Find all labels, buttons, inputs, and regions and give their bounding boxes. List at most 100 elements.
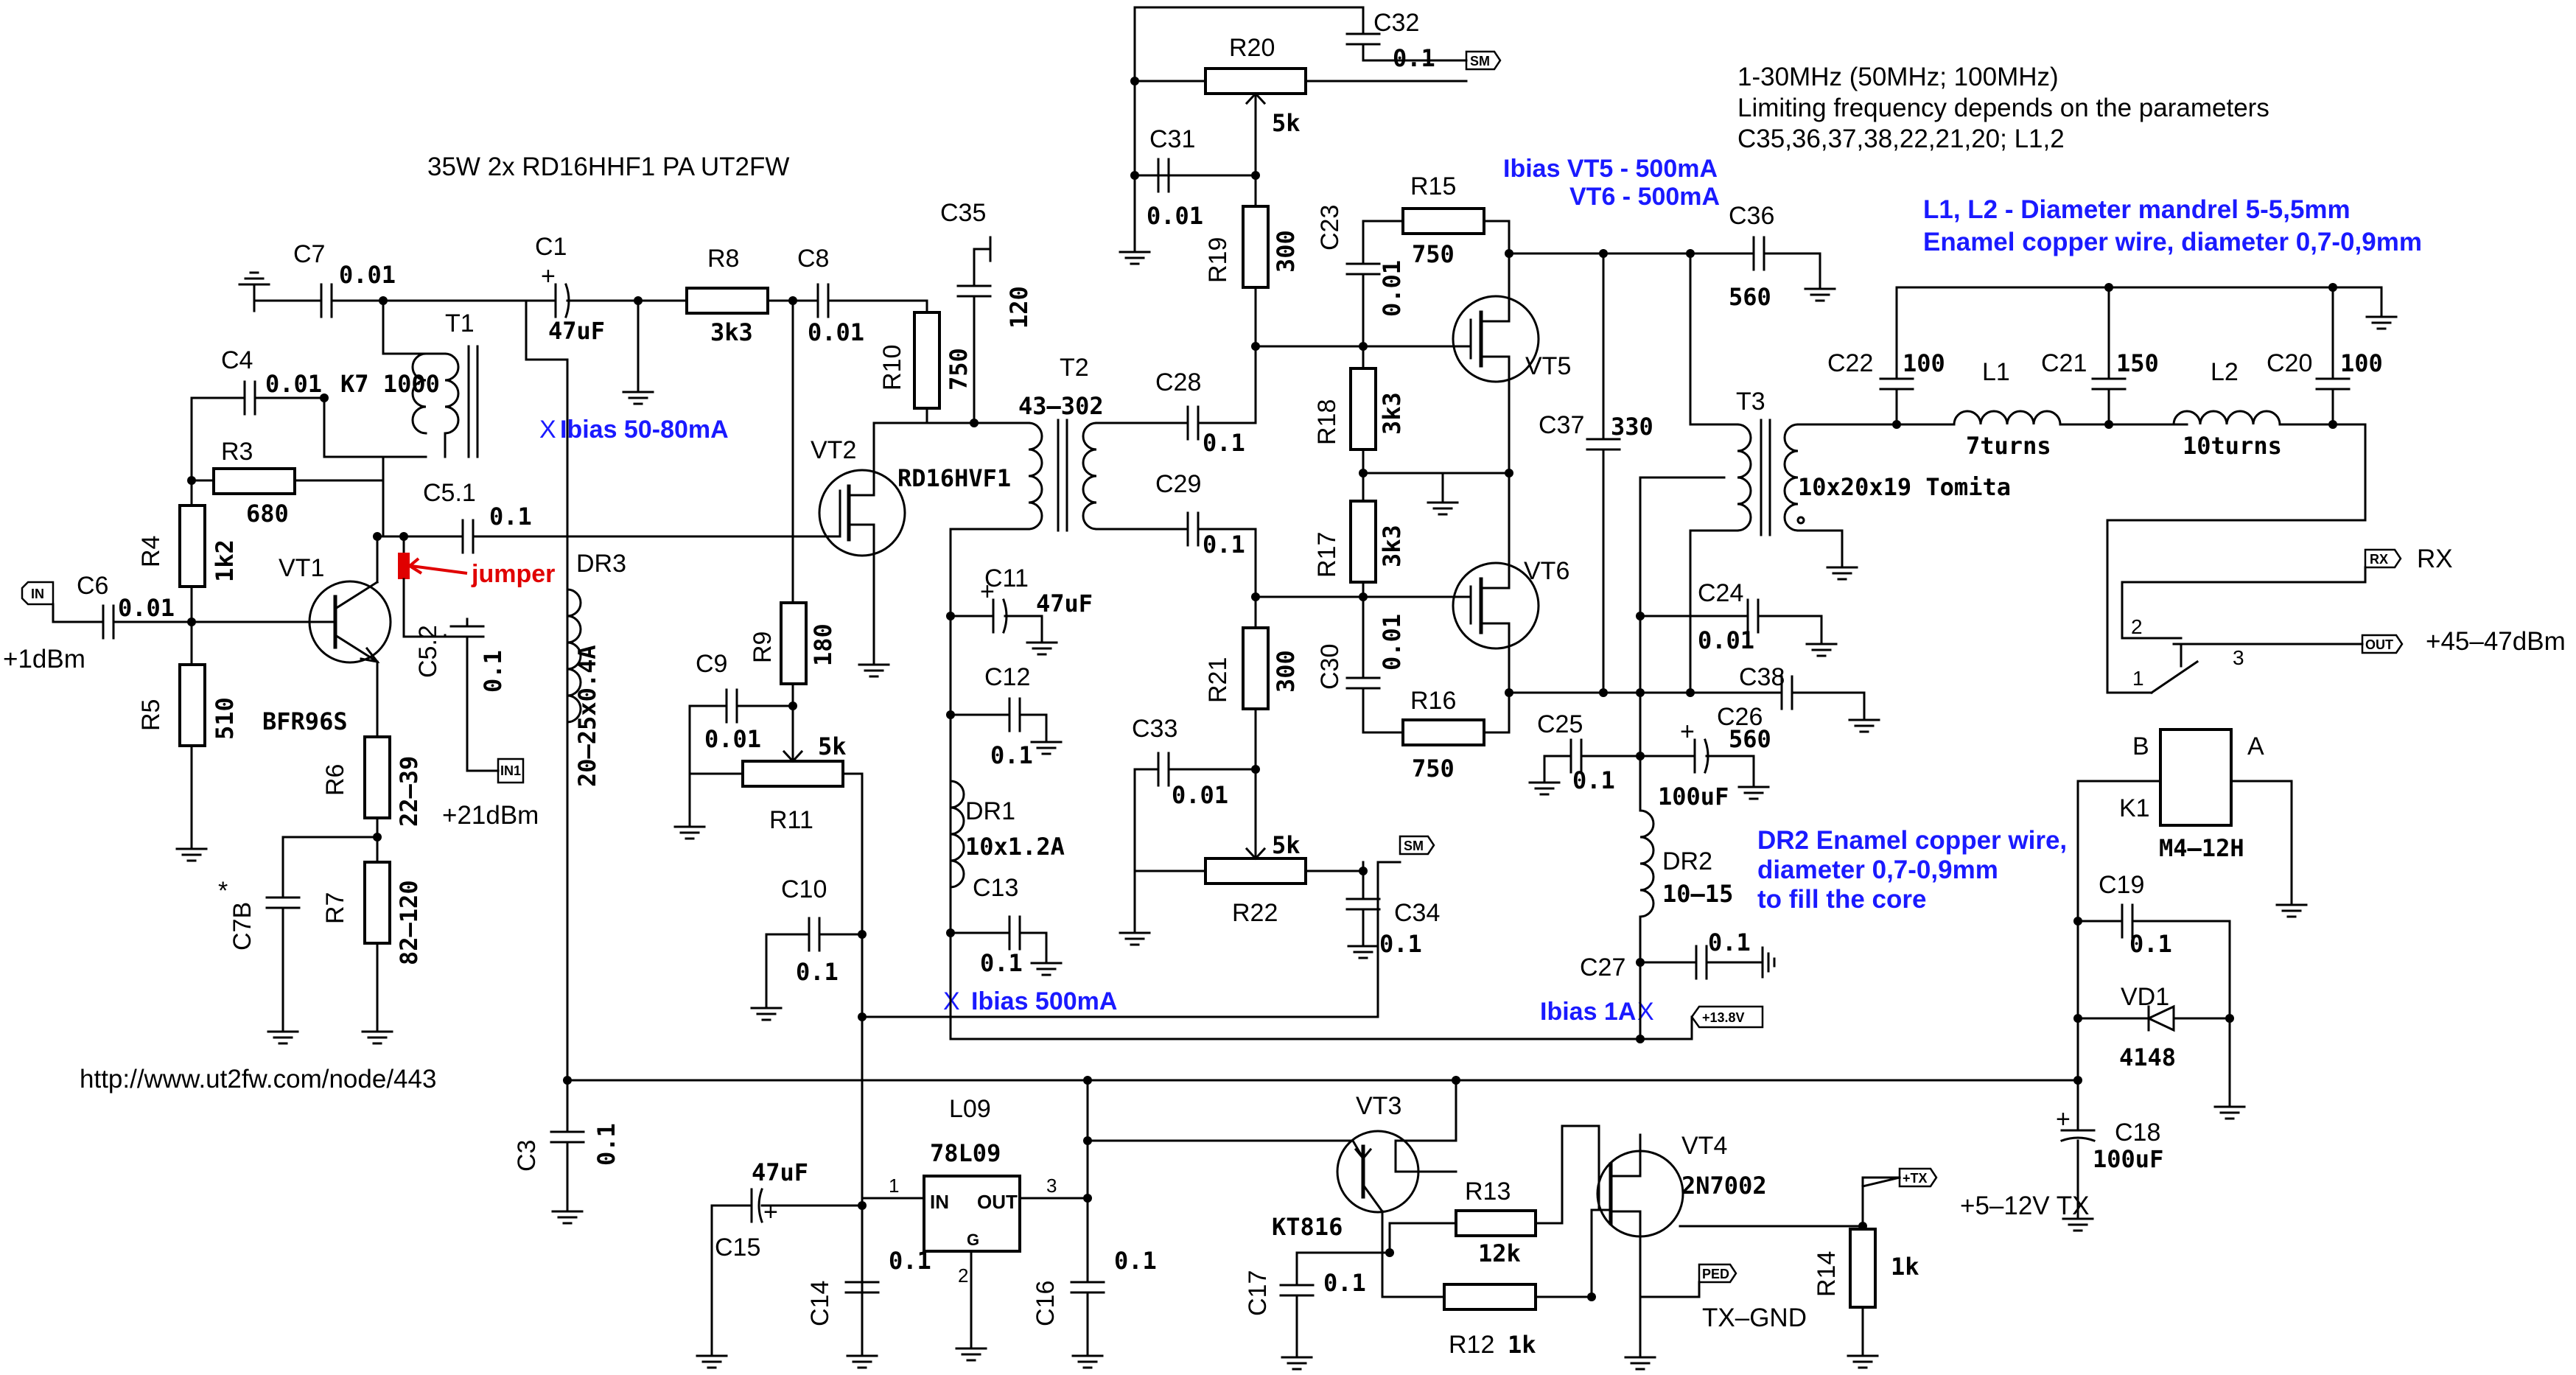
- c21-ref: C21: [2041, 349, 2087, 377]
- r3-value: 680: [246, 500, 289, 528]
- rx-label: RX: [2417, 545, 2453, 573]
- r19-value: 300: [1272, 230, 1300, 273]
- c35-value: 120: [1005, 286, 1033, 329]
- vt4-value: 2N7002: [1681, 1172, 1767, 1200]
- r15-ref: R15: [1410, 172, 1456, 200]
- c23-value: 0.01: [1378, 260, 1406, 317]
- r21-value: 300: [1272, 650, 1300, 693]
- r3-ref: R3: [221, 438, 253, 466]
- svg-text:PED: PED: [1702, 1267, 1729, 1281]
- c13-ref: C13: [973, 874, 1018, 902]
- port-in: IN: [21, 581, 55, 606]
- c30-value: 0.01: [1378, 614, 1406, 671]
- svg-text:+: +: [541, 262, 556, 290]
- c12-value: 0.1: [990, 741, 1033, 769]
- c52-ref: C5.2: [414, 625, 442, 678]
- c33-value: 0.01: [1172, 781, 1228, 809]
- r7-ref: R7: [321, 892, 349, 924]
- c30-ref: C30: [1316, 644, 1344, 690]
- c3-value: 0.1: [592, 1123, 620, 1166]
- c18-ref: C18: [2115, 1119, 2160, 1147]
- c12-ref: C12: [984, 663, 1030, 691]
- c19-value: 0.1: [2129, 930, 2172, 958]
- r16-ref: R16: [1410, 687, 1456, 715]
- r11-value: 5k: [818, 732, 847, 760]
- final-stage: +: [1345, 207, 1903, 1040]
- dr2-value: 10–15: [1662, 880, 1733, 908]
- svg-text:+: +: [2056, 1105, 2071, 1133]
- c18-value: 100uF: [2093, 1145, 2163, 1173]
- r9-ref: R9: [749, 631, 777, 663]
- svg-text:+13.8V: +13.8V: [1702, 1010, 1745, 1025]
- tx-gnd-label: TX–GND: [1702, 1304, 1807, 1332]
- r8-ref: R8: [707, 245, 739, 273]
- port-13v8: +13.8V: [1690, 1005, 1764, 1029]
- relay-pin1: 1: [2132, 667, 2144, 690]
- c7b-asterisk: *: [218, 877, 228, 905]
- r6-ref: R6: [321, 764, 349, 796]
- c38-ref: C38: [1739, 663, 1785, 691]
- c10-value: 0.1: [796, 958, 839, 986]
- port-ped: PED: [1698, 1263, 1737, 1284]
- c16-value: 0.1: [1114, 1247, 1157, 1275]
- r20-value: 5k: [1272, 109, 1301, 137]
- relay-pin3: 3: [2233, 646, 2244, 669]
- in1-level: +21dBm: [442, 801, 539, 830]
- vt6-ref: VT6: [1524, 557, 1569, 585]
- port-out: OUT: [2361, 634, 2404, 654]
- c51-value: 0.1: [489, 503, 532, 531]
- junction-dots: [187, 77, 2337, 1301]
- c8-value: 0.01: [808, 318, 864, 346]
- vt2-ref: VT2: [811, 436, 856, 464]
- r8-value: 3k3: [710, 318, 753, 346]
- vd1-value: 4148: [2119, 1043, 2176, 1071]
- t3-ref: T3: [1736, 388, 1765, 416]
- c35-ref: C35: [940, 199, 986, 227]
- c27-value: 0.1: [1708, 928, 1751, 956]
- c34-ref: C34: [1394, 899, 1440, 927]
- relay-b: B: [2132, 732, 2149, 760]
- r6-value: 22–39: [395, 756, 423, 827]
- dr3-value: 20–25x0.4A: [573, 645, 601, 787]
- c1-value: 47uF: [548, 317, 605, 345]
- c31-value: 0.01: [1147, 202, 1203, 230]
- l1-ref: L1: [1982, 358, 2010, 386]
- r11-ref: R11: [769, 806, 813, 834]
- c17-ref: C17: [1244, 1270, 1272, 1316]
- r19-ref: R19: [1204, 237, 1232, 283]
- port-sm-top: SM: [1465, 50, 1502, 71]
- c22-ref: C22: [1827, 349, 1873, 377]
- svg-text:OUT: OUT: [2365, 637, 2393, 652]
- port-in1: IN1: [497, 758, 525, 784]
- svg-text:+: +: [1680, 718, 1695, 746]
- c9-ref: C9: [696, 650, 727, 678]
- vt5-ref: VT5: [1525, 352, 1571, 380]
- k1-value: M4–12H: [2159, 834, 2244, 862]
- c21-value: 150: [2116, 349, 2159, 377]
- l1-value: 7turns: [1966, 432, 2051, 460]
- r20-ref: R20: [1229, 34, 1275, 62]
- c20-ref: C20: [2267, 349, 2312, 377]
- r7-value: 82–120: [395, 880, 423, 965]
- c15-value: 47uF: [752, 1158, 808, 1186]
- r13-value: 12k: [1478, 1239, 1521, 1267]
- frequency-note-2: Limiting frequency depends on the parame…: [1737, 94, 2269, 122]
- vd1-ref: VD1: [2121, 983, 2169, 1011]
- c11-value: 47uF: [1036, 589, 1093, 617]
- reg-pin3: 3: [1046, 1175, 1057, 1197]
- c37-value: 330: [1611, 413, 1653, 441]
- c4-ref: C4: [221, 346, 253, 374]
- coil-note-2: Enamel copper wire, diameter 0,7-0,9mm: [1923, 228, 2422, 256]
- svg-text:+TX: +TX: [1903, 1171, 1928, 1186]
- ibias-vt1-note: Ibias 50-80mA: [560, 416, 729, 444]
- reg-g-label: G: [967, 1231, 979, 1249]
- r22-value: 5k: [1272, 831, 1301, 859]
- c11-ref: C11: [984, 564, 1029, 592]
- c31-ref: C31: [1149, 125, 1195, 153]
- r16-value: 750: [1412, 755, 1455, 783]
- t3-value: 10x20x19 Tomita: [1798, 473, 2011, 501]
- t2-value: 43–302: [1018, 392, 1104, 420]
- svg-text:+: +: [763, 1198, 778, 1226]
- r10-value: 750: [945, 348, 973, 391]
- dr1-ref: DR1: [965, 797, 1015, 825]
